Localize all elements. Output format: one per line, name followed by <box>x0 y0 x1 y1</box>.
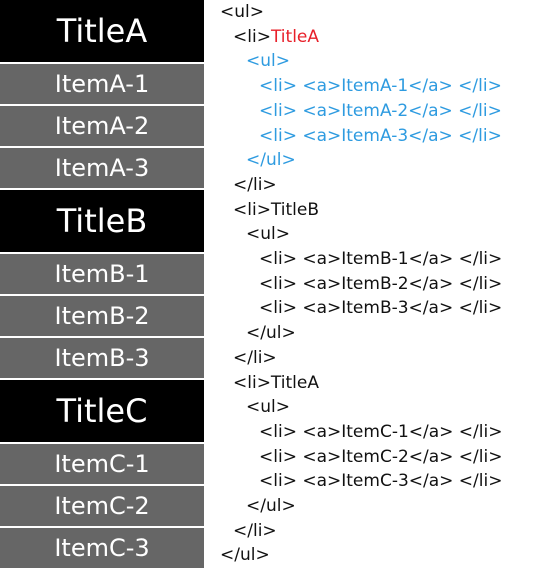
code-token: <li>TitleA <box>233 372 319 393</box>
code-line: <li> <a>ItemB-2</a> </li> <box>259 272 502 296</box>
code-line: <li> <a>ItemC-1</a> </li> <box>259 420 502 444</box>
code-token: <li> <a>ItemB-2</a> </li> <box>259 273 503 294</box>
menu-title-c[interactable]: TitleC <box>0 380 204 442</box>
code-line: <li> <a>ItemC-2</a> </li> <box>259 445 502 469</box>
menu-item[interactable]: ItemB-2 <box>0 296 204 336</box>
code-token: <li> <a>ItemC-1</a> </li> <box>259 421 503 442</box>
code-line: </ul> <box>246 148 296 172</box>
code-line: </li> <box>233 519 277 543</box>
code-token: <li> <a>ItemB-3</a> </li> <box>259 298 503 319</box>
code-line: <li> <a>ItemA-1</a> </li> <box>259 74 502 98</box>
menu-item[interactable]: ItemC-1 <box>0 444 204 484</box>
code-token-highlighted: <li> <a>ItemA-1</a> </li> <box>259 76 502 97</box>
code-token: </ul> <box>246 323 296 344</box>
code-token: <li> <box>233 26 271 47</box>
code-token-highlighted: TitleA <box>270 26 319 47</box>
code-line: <ul> <box>246 222 290 246</box>
code-token: <li> <a>ItemB-1</a> </li> <box>259 249 503 269</box>
code-line: </li> <box>233 346 277 370</box>
code-token-highlighted: </ul> <box>246 150 296 171</box>
code-token: <ul> <box>246 397 290 418</box>
code-line: </ul> <box>220 543 270 567</box>
code-token: <li> <a>ItemC-3</a> </li> <box>259 471 503 492</box>
code-token: <li> <a>ItemC-2</a> </li> <box>259 446 503 467</box>
code-token: <li>TitleB <box>233 199 320 220</box>
menu-title-a[interactable]: TitleA <box>0 0 204 62</box>
code-line: </ul> <box>246 321 296 345</box>
code-line: <ul> <box>246 49 290 73</box>
html-code-listing: <ul><li>TitleA<ul><li> <a>ItemA-1</a> </… <box>220 0 550 582</box>
code-line: </li> <box>233 173 277 197</box>
code-line: <li> <a>ItemC-3</a> </li> <box>259 469 502 493</box>
code-line: <ul> <box>220 0 264 24</box>
menu-item[interactable]: ItemC-3 <box>0 528 204 568</box>
code-line: <li> <a>ItemA-2</a> </li> <box>259 99 502 123</box>
menu-title-b[interactable]: TitleB <box>0 190 204 252</box>
code-line: <ul> <box>246 395 290 419</box>
menu-item[interactable]: ItemB-1 <box>0 254 204 294</box>
code-line: <li> <a>ItemB-1</a> </li> <box>259 247 502 271</box>
code-token: </li> <box>233 174 277 195</box>
code-line: <li>TitleA <box>233 25 319 49</box>
code-token: <ul> <box>220 2 264 22</box>
menu-item[interactable]: ItemA-1 <box>0 64 204 104</box>
code-line: <li>TitleB <box>233 198 319 222</box>
code-token: </ul> <box>246 496 296 516</box>
code-token: </li> <box>233 347 277 368</box>
code-token: </li> <box>233 520 277 541</box>
code-token: </ul> <box>220 545 270 566</box>
code-token-highlighted: <li> <a>ItemA-2</a> </li> <box>259 100 502 121</box>
code-token-highlighted: <li> <a>ItemA-3</a> </li> <box>259 125 502 146</box>
code-line: </ul> <box>246 494 296 518</box>
code-line: <li>TitleA <box>233 371 319 395</box>
code-line: <li> <a>ItemA-3</a> </li> <box>259 124 502 148</box>
menu-item[interactable]: ItemA-2 <box>0 106 204 146</box>
menu-item[interactable]: ItemB-3 <box>0 338 204 378</box>
menu-item[interactable]: ItemC-2 <box>0 486 204 526</box>
menu-item[interactable]: ItemA-3 <box>0 148 204 188</box>
code-token: <ul> <box>246 224 290 245</box>
code-line: <li> <a>ItemB-3</a> </li> <box>259 296 502 320</box>
code-token-highlighted: <ul> <box>246 51 290 72</box>
